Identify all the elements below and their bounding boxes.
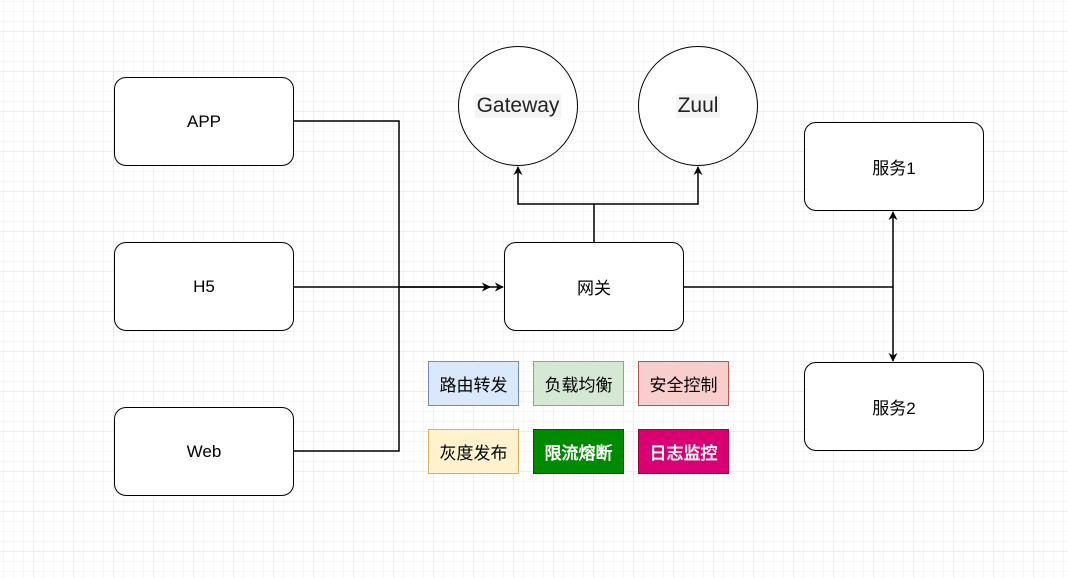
client-web-node[interactable]: Web [114, 407, 294, 496]
feature-load-balancing-label: 负载均衡 [544, 376, 613, 395]
connector-to-zuul-impl [594, 166, 703, 205]
connector-web-to-gateway [294, 287, 400, 452]
service1-label: 服务1 [872, 159, 916, 178]
feature-load-balancing-tag[interactable]: 负载均衡 [533, 361, 624, 406]
connector-app-to-gateway [294, 120, 491, 292]
feature-security-label: 安全控制 [649, 376, 718, 395]
feature-log-monitoring-tag[interactable]: 日志监控 [638, 429, 729, 474]
gateway-impl-label: Gateway [474, 94, 562, 118]
feature-routing-label: 路由转发 [439, 376, 508, 395]
service2-node[interactable]: 服务2 [804, 362, 984, 451]
service2-label: 服务2 [872, 399, 916, 418]
zuul-impl-circle[interactable]: Zuul [638, 46, 758, 166]
client-app-label: APP [186, 111, 222, 131]
service1-node[interactable]: 服务1 [804, 122, 984, 211]
feature-log-monitoring-label: 日志监控 [649, 444, 718, 463]
gateway-label: 网关 [577, 279, 611, 298]
feature-security-tag[interactable]: 安全控制 [638, 361, 729, 406]
client-app-node[interactable]: APP [114, 77, 294, 166]
zuul-impl-label: Zuul [675, 94, 721, 118]
connector-to-gateway-impl [513, 166, 594, 205]
client-h5-label: H5 [193, 276, 215, 296]
feature-rate-limiting-label: 限流熔断 [544, 444, 613, 463]
gateway-node[interactable]: 网关 [504, 242, 684, 331]
feature-canary-release-tag[interactable]: 灰度发布 [428, 429, 519, 474]
client-web-label: Web [186, 441, 222, 461]
feature-routing-tag[interactable]: 路由转发 [428, 361, 519, 406]
feature-canary-release-label: 灰度发布 [439, 444, 508, 463]
gateway-impl-circle[interactable]: Gateway [458, 46, 578, 166]
client-h5-node[interactable]: H5 [114, 242, 294, 331]
feature-rate-limiting-tag[interactable]: 限流熔断 [533, 429, 624, 474]
